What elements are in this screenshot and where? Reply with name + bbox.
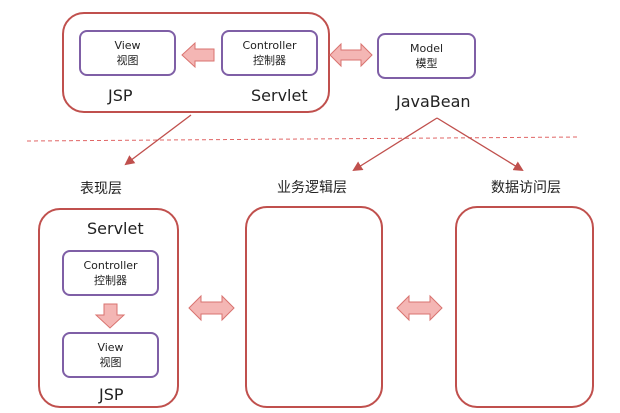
controller-box-top-line2: 控制器 bbox=[253, 54, 286, 67]
controller-box-top: Controller 控制器 bbox=[221, 30, 318, 76]
model-box: Model 模型 bbox=[377, 33, 476, 79]
view-box-bottom-line1: View bbox=[97, 341, 124, 354]
double-block-arrow-presentation-business bbox=[188, 294, 235, 322]
block-arrow-left-top bbox=[181, 41, 215, 69]
servlet-label-bottom: Servlet bbox=[87, 219, 144, 238]
model-box-line2: 模型 bbox=[415, 57, 438, 70]
business-layer-label: 业务逻辑层 bbox=[277, 180, 347, 196]
presentation-layer-label: 表现层 bbox=[80, 181, 122, 197]
pointer-arrow-to-business bbox=[352, 117, 438, 172]
controller-box-top-line1: Controller bbox=[242, 39, 297, 52]
view-box-bottom-line2: 视图 bbox=[99, 356, 122, 369]
jsp-label-top: JSP bbox=[108, 86, 133, 105]
business-layer-container bbox=[245, 206, 383, 408]
double-block-arrow-top bbox=[329, 42, 373, 68]
controller-box-bottom: Controller 控制器 bbox=[62, 250, 159, 296]
javabean-label: JavaBean bbox=[396, 92, 471, 111]
dashed-divider bbox=[26, 136, 581, 142]
pointer-arrow-to-data-access bbox=[436, 117, 524, 172]
controller-box-bottom-line1: Controller bbox=[83, 259, 138, 272]
double-block-arrow-business-data bbox=[396, 294, 443, 322]
view-box-top: View 视图 bbox=[79, 30, 176, 76]
jsp-label-bottom: JSP bbox=[99, 385, 124, 404]
block-arrow-down-bottom bbox=[94, 303, 126, 329]
pointer-arrow-to-presentation bbox=[124, 114, 192, 166]
controller-box-bottom-line2: 控制器 bbox=[94, 274, 127, 287]
data-access-layer-container bbox=[455, 206, 594, 408]
view-box-bottom: View 视图 bbox=[62, 332, 159, 378]
model-box-line1: Model bbox=[409, 42, 444, 55]
data-access-layer-label: 数据访问层 bbox=[491, 180, 561, 196]
view-box-top-line1: View bbox=[114, 39, 141, 52]
view-box-top-line2: 视图 bbox=[116, 54, 139, 67]
servlet-label-top: Servlet bbox=[251, 86, 308, 105]
